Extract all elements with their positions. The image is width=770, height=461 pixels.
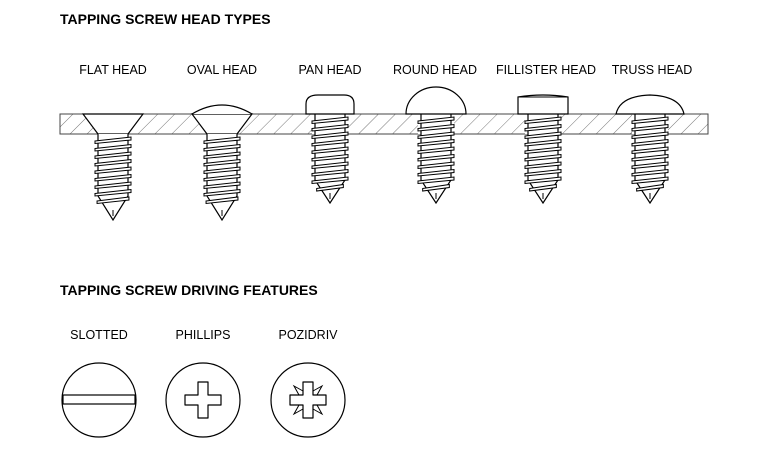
thread (529, 183, 557, 192)
thread (422, 183, 450, 192)
pozidriv-tick-icon (312, 404, 324, 416)
thread (316, 183, 344, 192)
thread (94, 158, 132, 167)
thread (524, 123, 562, 132)
thread (631, 161, 669, 170)
thread (311, 168, 349, 177)
thread (96, 196, 130, 205)
thread (311, 138, 349, 147)
drive-phillips (165, 362, 241, 438)
thread (94, 181, 132, 190)
thread (311, 116, 349, 125)
thread (417, 138, 455, 147)
thread (311, 153, 349, 162)
fillister-head (517, 94, 569, 115)
thread (524, 138, 562, 147)
thread (311, 146, 349, 155)
label-truss-head: TRUSS HEAD (611, 63, 693, 77)
thread (417, 161, 455, 170)
label-pozidriv: POZIDRIV (278, 328, 338, 342)
thread (524, 161, 562, 170)
thread (203, 166, 241, 175)
thread (94, 188, 132, 197)
thread (524, 146, 562, 155)
thread (631, 146, 669, 155)
thread (417, 168, 455, 177)
thread (94, 143, 132, 152)
thread (524, 176, 562, 185)
pan-head (305, 94, 355, 115)
thread (417, 153, 455, 162)
thread (631, 131, 669, 140)
thread (417, 131, 455, 140)
thread (94, 166, 132, 175)
label-flat-head: FLAT HEAD (79, 63, 147, 77)
screw-flat (81, 113, 145, 222)
thread (203, 188, 241, 197)
drive-pozidriv (270, 362, 346, 438)
thread (94, 173, 132, 182)
thread (417, 116, 455, 125)
thread (631, 176, 669, 185)
label-fillister-head: FILLISTER HEAD (495, 63, 597, 77)
thread (631, 138, 669, 147)
label-phillips: PHILLIPS (175, 328, 231, 342)
thread (524, 131, 562, 140)
thread (203, 181, 241, 190)
material-plate (59, 113, 709, 135)
thread (311, 123, 349, 132)
thread (203, 158, 241, 167)
thread (631, 123, 669, 132)
screw-oval (190, 104, 254, 222)
thread (203, 143, 241, 152)
thread (203, 151, 241, 160)
thread (631, 153, 669, 162)
phillips-cross-icon (184, 381, 222, 419)
thread (311, 131, 349, 140)
round-head (405, 86, 467, 115)
thread (417, 146, 455, 155)
label-round-head: ROUND HEAD (392, 63, 478, 77)
label-oval-head: OVAL HEAD (186, 63, 258, 77)
thread (524, 153, 562, 162)
thread (417, 176, 455, 185)
thread (631, 168, 669, 177)
thread (417, 123, 455, 132)
drive-slotted (61, 362, 137, 438)
thread (203, 173, 241, 182)
thread (94, 151, 132, 160)
thread (631, 116, 669, 125)
head-types-title: TAPPING SCREW HEAD TYPES (60, 11, 271, 27)
thread (311, 161, 349, 170)
thread (524, 168, 562, 177)
pozidriv-tick-icon (292, 384, 304, 396)
thread (205, 196, 239, 205)
thread (311, 176, 349, 185)
truss-head (615, 94, 685, 115)
label-pan-head: PAN HEAD (298, 63, 362, 77)
pozidriv-cross-icon (289, 381, 327, 419)
screw-round (405, 86, 467, 205)
pozidriv-tick-icon (312, 384, 324, 396)
label-slotted: SLOTTED (70, 328, 128, 342)
slot-icon (62, 394, 136, 405)
driving-features-title: TAPPING SCREW DRIVING FEATURES (60, 282, 318, 298)
oval-dome (191, 104, 253, 115)
thread (636, 183, 664, 192)
thread (94, 136, 132, 145)
thread (203, 136, 241, 145)
pozidriv-tick-icon (292, 404, 304, 416)
thread (524, 116, 562, 125)
screw-fillister (517, 94, 569, 205)
screw-pan (305, 94, 355, 205)
screw-truss (615, 94, 685, 205)
